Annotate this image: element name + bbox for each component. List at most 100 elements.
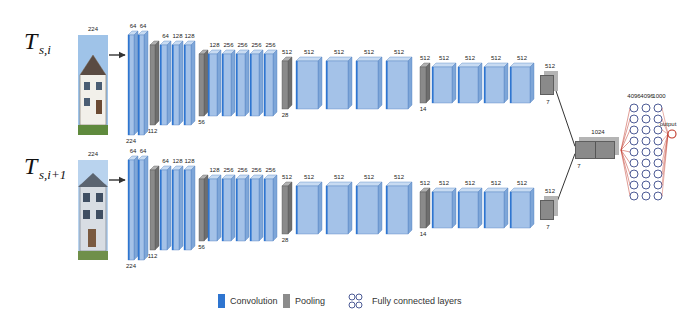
block-edge	[458, 67, 460, 103]
block-front	[356, 186, 378, 234]
channel-count: 512	[364, 174, 374, 180]
input-symbol: T	[24, 29, 37, 53]
neuron	[630, 159, 638, 167]
channel-count: 512	[420, 180, 430, 186]
block-front	[184, 45, 191, 125]
fc-link	[662, 130, 668, 134]
neuron	[630, 148, 638, 156]
block-side	[408, 57, 412, 109]
channel-count: 64	[130, 148, 137, 154]
window	[96, 193, 103, 202]
convolution-block	[356, 57, 382, 109]
block-side	[318, 57, 322, 109]
convolution-block	[458, 63, 482, 103]
channel-count: 512	[420, 55, 430, 61]
convolution-block	[326, 57, 352, 109]
channel-count: 1024	[591, 129, 604, 135]
legend-neuron-icon	[356, 302, 362, 308]
connector	[554, 85, 575, 146]
neuron	[654, 104, 662, 112]
block-front	[199, 54, 204, 116]
house-photo	[78, 160, 108, 260]
block-edge	[250, 54, 252, 116]
block-edge	[184, 45, 186, 125]
block-front	[184, 170, 191, 250]
feature-size: 14	[420, 231, 427, 237]
block-front	[264, 179, 273, 241]
channel-count: 512	[334, 174, 344, 180]
neuron	[630, 181, 638, 189]
channel-count: 512	[439, 180, 449, 186]
channel-count: 256	[223, 42, 233, 48]
block-top	[386, 57, 412, 61]
channel-count: 64	[162, 158, 169, 164]
convolution-block	[128, 156, 138, 260]
neuron	[642, 181, 650, 189]
block-edge	[222, 179, 224, 241]
channel-count: 256	[265, 167, 275, 173]
block-edge	[386, 61, 388, 109]
block-edge	[208, 179, 210, 241]
neuron	[630, 115, 638, 123]
block-front	[236, 54, 245, 116]
channel-count: 128	[172, 33, 182, 39]
block-edge	[484, 67, 486, 103]
block-side	[204, 50, 208, 116]
block-edge	[458, 192, 460, 228]
block-edge	[172, 45, 174, 125]
output-neuron	[668, 130, 676, 138]
block-side	[179, 166, 183, 250]
block-front	[386, 61, 408, 109]
connector	[554, 154, 575, 210]
neuron	[654, 192, 662, 200]
block-edge	[510, 192, 512, 228]
block-front	[128, 160, 134, 260]
block-edge	[484, 192, 486, 228]
block-side	[179, 41, 183, 125]
pooling-block: 5127	[540, 200, 554, 220]
layer-blocks	[109, 31, 534, 308]
block-front	[296, 61, 318, 109]
block-front	[160, 45, 167, 125]
block-side	[452, 188, 456, 228]
pooling-block	[282, 57, 292, 109]
neuron	[654, 137, 662, 145]
input-subscript: s,i+1	[39, 168, 66, 181]
block-side	[259, 175, 263, 241]
feature-size: 112	[148, 253, 158, 259]
house	[80, 55, 106, 125]
block-front	[160, 170, 167, 250]
block-front	[138, 160, 144, 260]
neuron	[642, 104, 650, 112]
block-side	[452, 63, 456, 103]
block-side	[273, 50, 277, 116]
pooling-block	[150, 41, 159, 125]
legend-swatch	[218, 294, 225, 308]
roof	[78, 173, 108, 187]
feature-size: 7	[546, 99, 549, 105]
block-front	[326, 61, 348, 109]
block-side	[259, 50, 263, 116]
pooling-block	[199, 175, 208, 241]
channel-count: 512	[545, 188, 555, 194]
block-front	[356, 61, 378, 109]
feature-size: 224	[126, 138, 136, 144]
block-side	[245, 175, 249, 241]
convolution-block	[296, 57, 322, 109]
neuron	[654, 181, 662, 189]
block-front	[172, 45, 179, 125]
fc-link	[662, 134, 668, 196]
channel-count: 512	[394, 49, 404, 55]
block-side	[245, 50, 249, 116]
block-edge	[128, 160, 130, 260]
block-front	[282, 61, 288, 109]
block-front	[222, 179, 231, 241]
convolution-block	[222, 50, 235, 116]
lawn	[78, 125, 108, 135]
window	[83, 193, 90, 202]
neuron	[630, 126, 638, 134]
block-edge	[264, 179, 266, 241]
channel-count: 64	[130, 23, 137, 29]
pooling-block: 5127	[540, 75, 554, 95]
